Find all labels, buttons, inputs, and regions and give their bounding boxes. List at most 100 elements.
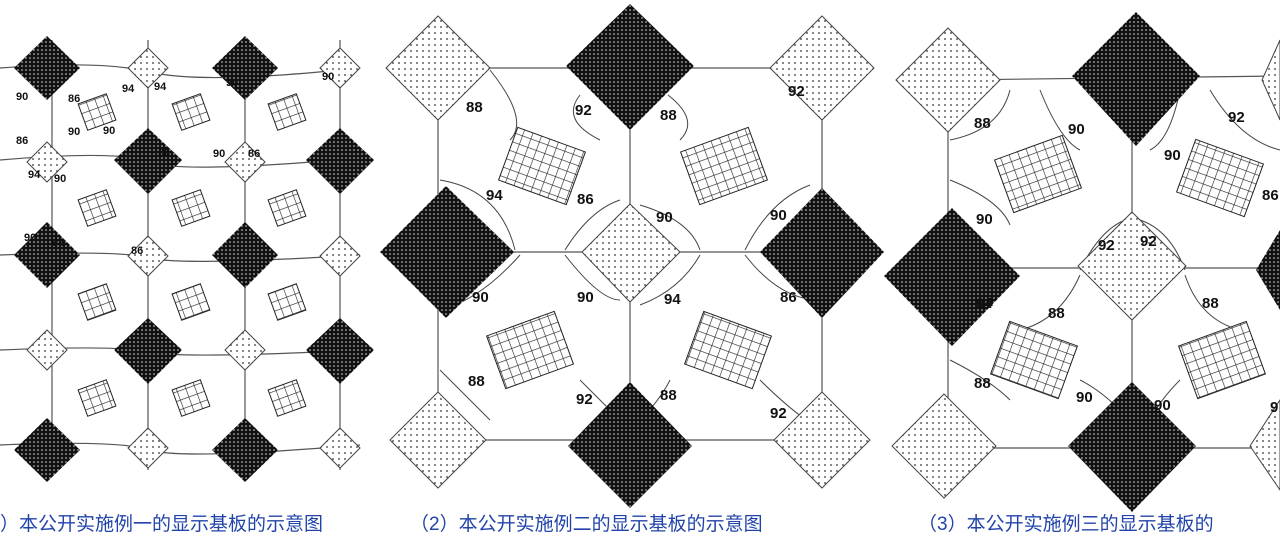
angle-label: 94 bbox=[52, 237, 65, 249]
dotted-subpixel bbox=[26, 141, 68, 183]
angle-label: 90 bbox=[1154, 397, 1171, 414]
panel-1-caption: ）本公开实施例一的显示基板的示意图 bbox=[0, 513, 323, 535]
angle-label: 90 bbox=[226, 77, 238, 89]
dark-subpixel bbox=[212, 222, 278, 288]
mesh-subpixel bbox=[77, 93, 117, 131]
panel-3-dark-subpixels bbox=[884, 12, 1280, 512]
dark-subpixel bbox=[14, 222, 80, 288]
panel-3: 88 90 90 92 90 92 92 94 88 88 88 90 90 8… bbox=[884, 12, 1280, 535]
dotted-subpixel bbox=[769, 15, 875, 121]
angle-label: 94 bbox=[664, 291, 681, 308]
mesh-subpixel bbox=[171, 93, 211, 131]
angle-label: 90 bbox=[577, 289, 594, 306]
angle-label: 92 bbox=[1140, 233, 1157, 250]
dark-subpixel bbox=[566, 4, 694, 130]
angle-label: 92 bbox=[788, 83, 805, 100]
panel-2-dotted-subpixels bbox=[385, 15, 875, 489]
mesh-subpixel bbox=[989, 320, 1079, 400]
dotted-subpixel bbox=[224, 141, 266, 183]
mesh-subpixel bbox=[267, 283, 307, 321]
mesh-subpixel bbox=[993, 134, 1083, 214]
angle-label: 88 bbox=[1202, 295, 1219, 312]
angle-label: 86 bbox=[577, 191, 594, 208]
mesh-subpixel bbox=[1177, 320, 1267, 400]
dark-subpixel bbox=[380, 186, 514, 318]
panel-2: 88 92 88 92 94 86 90 90 90 90 94 86 88 9… bbox=[380, 4, 884, 535]
angle-label: 90 bbox=[322, 71, 334, 83]
angle-label: 94 bbox=[486, 187, 503, 204]
dotted-subpixel bbox=[1077, 211, 1187, 321]
angle-label: 9 bbox=[1270, 399, 1278, 416]
angle-label: 90 bbox=[24, 232, 36, 244]
angle-label: 92 bbox=[1098, 237, 1115, 254]
dark-subpixel bbox=[884, 208, 1020, 346]
dark-subpixel bbox=[212, 418, 278, 482]
angle-label: 90 bbox=[1164, 147, 1181, 164]
mesh-subpixel bbox=[77, 283, 117, 321]
dotted-subpixel bbox=[26, 329, 68, 371]
angle-label: 88 bbox=[974, 115, 991, 132]
panel-3-mesh-subpixels bbox=[989, 134, 1267, 400]
angle-label: 86 bbox=[131, 245, 143, 257]
mesh-subpixel bbox=[171, 283, 211, 321]
panel-2-angle-labels: 88 92 88 92 94 86 90 90 90 90 94 86 88 9… bbox=[466, 83, 805, 422]
angle-label: 90 bbox=[1076, 389, 1093, 406]
angle-label: 86 bbox=[780, 289, 797, 306]
dark-subpixel bbox=[1072, 12, 1200, 146]
dotted-subpixel bbox=[127, 235, 169, 277]
angle-label: 88 bbox=[466, 99, 483, 116]
angle-label: 94 bbox=[154, 81, 167, 93]
angle-label: 94 bbox=[122, 83, 135, 95]
mesh-subpixel bbox=[77, 189, 117, 227]
mesh-subpixel bbox=[497, 126, 587, 206]
angle-label: 88 bbox=[974, 375, 991, 392]
panel-1-mesh-subpixels bbox=[77, 93, 307, 417]
angle-label: 94 bbox=[28, 169, 41, 181]
dotted-subpixel bbox=[581, 203, 681, 303]
angle-label: 90 bbox=[1068, 121, 1085, 138]
angle-label: 90 bbox=[656, 209, 673, 226]
angle-label: 90 bbox=[103, 125, 115, 137]
angle-label: 88 bbox=[1048, 305, 1065, 322]
angle-label: 92 bbox=[770, 405, 787, 422]
dark-subpixel bbox=[212, 36, 278, 100]
dotted-subpixel bbox=[891, 393, 997, 499]
dotted-subpixel bbox=[773, 391, 871, 489]
panel-1: 90 86 94 94 90 86 90 90 86 94 90 90 86 9… bbox=[0, 36, 374, 535]
dotted-subpixel bbox=[385, 15, 491, 121]
mesh-subpixel bbox=[1175, 138, 1265, 218]
dotted-subpixel bbox=[895, 27, 1001, 133]
dotted-subpixel bbox=[389, 391, 487, 489]
dark-subpixel bbox=[114, 318, 182, 384]
dark-subpixel bbox=[568, 382, 692, 508]
angle-label: 90 bbox=[54, 173, 66, 185]
mesh-subpixel bbox=[171, 189, 211, 227]
mesh-subpixel bbox=[77, 379, 117, 417]
dotted-subpixel bbox=[127, 427, 169, 469]
angle-label: 90 bbox=[472, 289, 489, 306]
mesh-subpixel bbox=[267, 379, 307, 417]
panel-2-caption: （2）本公开实施例二的显示基板的示意图 bbox=[410, 513, 763, 535]
dotted-subpixel bbox=[1261, 39, 1280, 121]
angle-label: 94 bbox=[976, 295, 993, 312]
mesh-subpixel bbox=[683, 310, 773, 390]
mesh-subpixel bbox=[267, 189, 307, 227]
dark-subpixel bbox=[760, 188, 884, 318]
mesh-subpixel bbox=[171, 379, 211, 417]
dark-subpixel bbox=[114, 128, 182, 194]
angle-label: 88 bbox=[468, 373, 485, 390]
dotted-subpixel bbox=[224, 329, 266, 371]
dark-subpixel bbox=[14, 36, 80, 100]
dotted-subpixel bbox=[319, 427, 361, 469]
dotted-subpixel bbox=[319, 47, 361, 89]
dark-subpixel bbox=[1068, 382, 1196, 512]
panel-1-angle-labels: 90 86 94 94 90 86 90 90 86 94 90 90 86 9… bbox=[16, 71, 334, 257]
mesh-subpixel bbox=[485, 310, 575, 390]
mesh-subpixel bbox=[267, 93, 307, 131]
angle-label: 90 bbox=[68, 126, 80, 138]
angle-label: 86 bbox=[16, 135, 28, 147]
angle-label: 86 bbox=[248, 148, 260, 160]
angle-label: 86 bbox=[158, 147, 170, 159]
angle-label: 88 bbox=[660, 107, 677, 124]
